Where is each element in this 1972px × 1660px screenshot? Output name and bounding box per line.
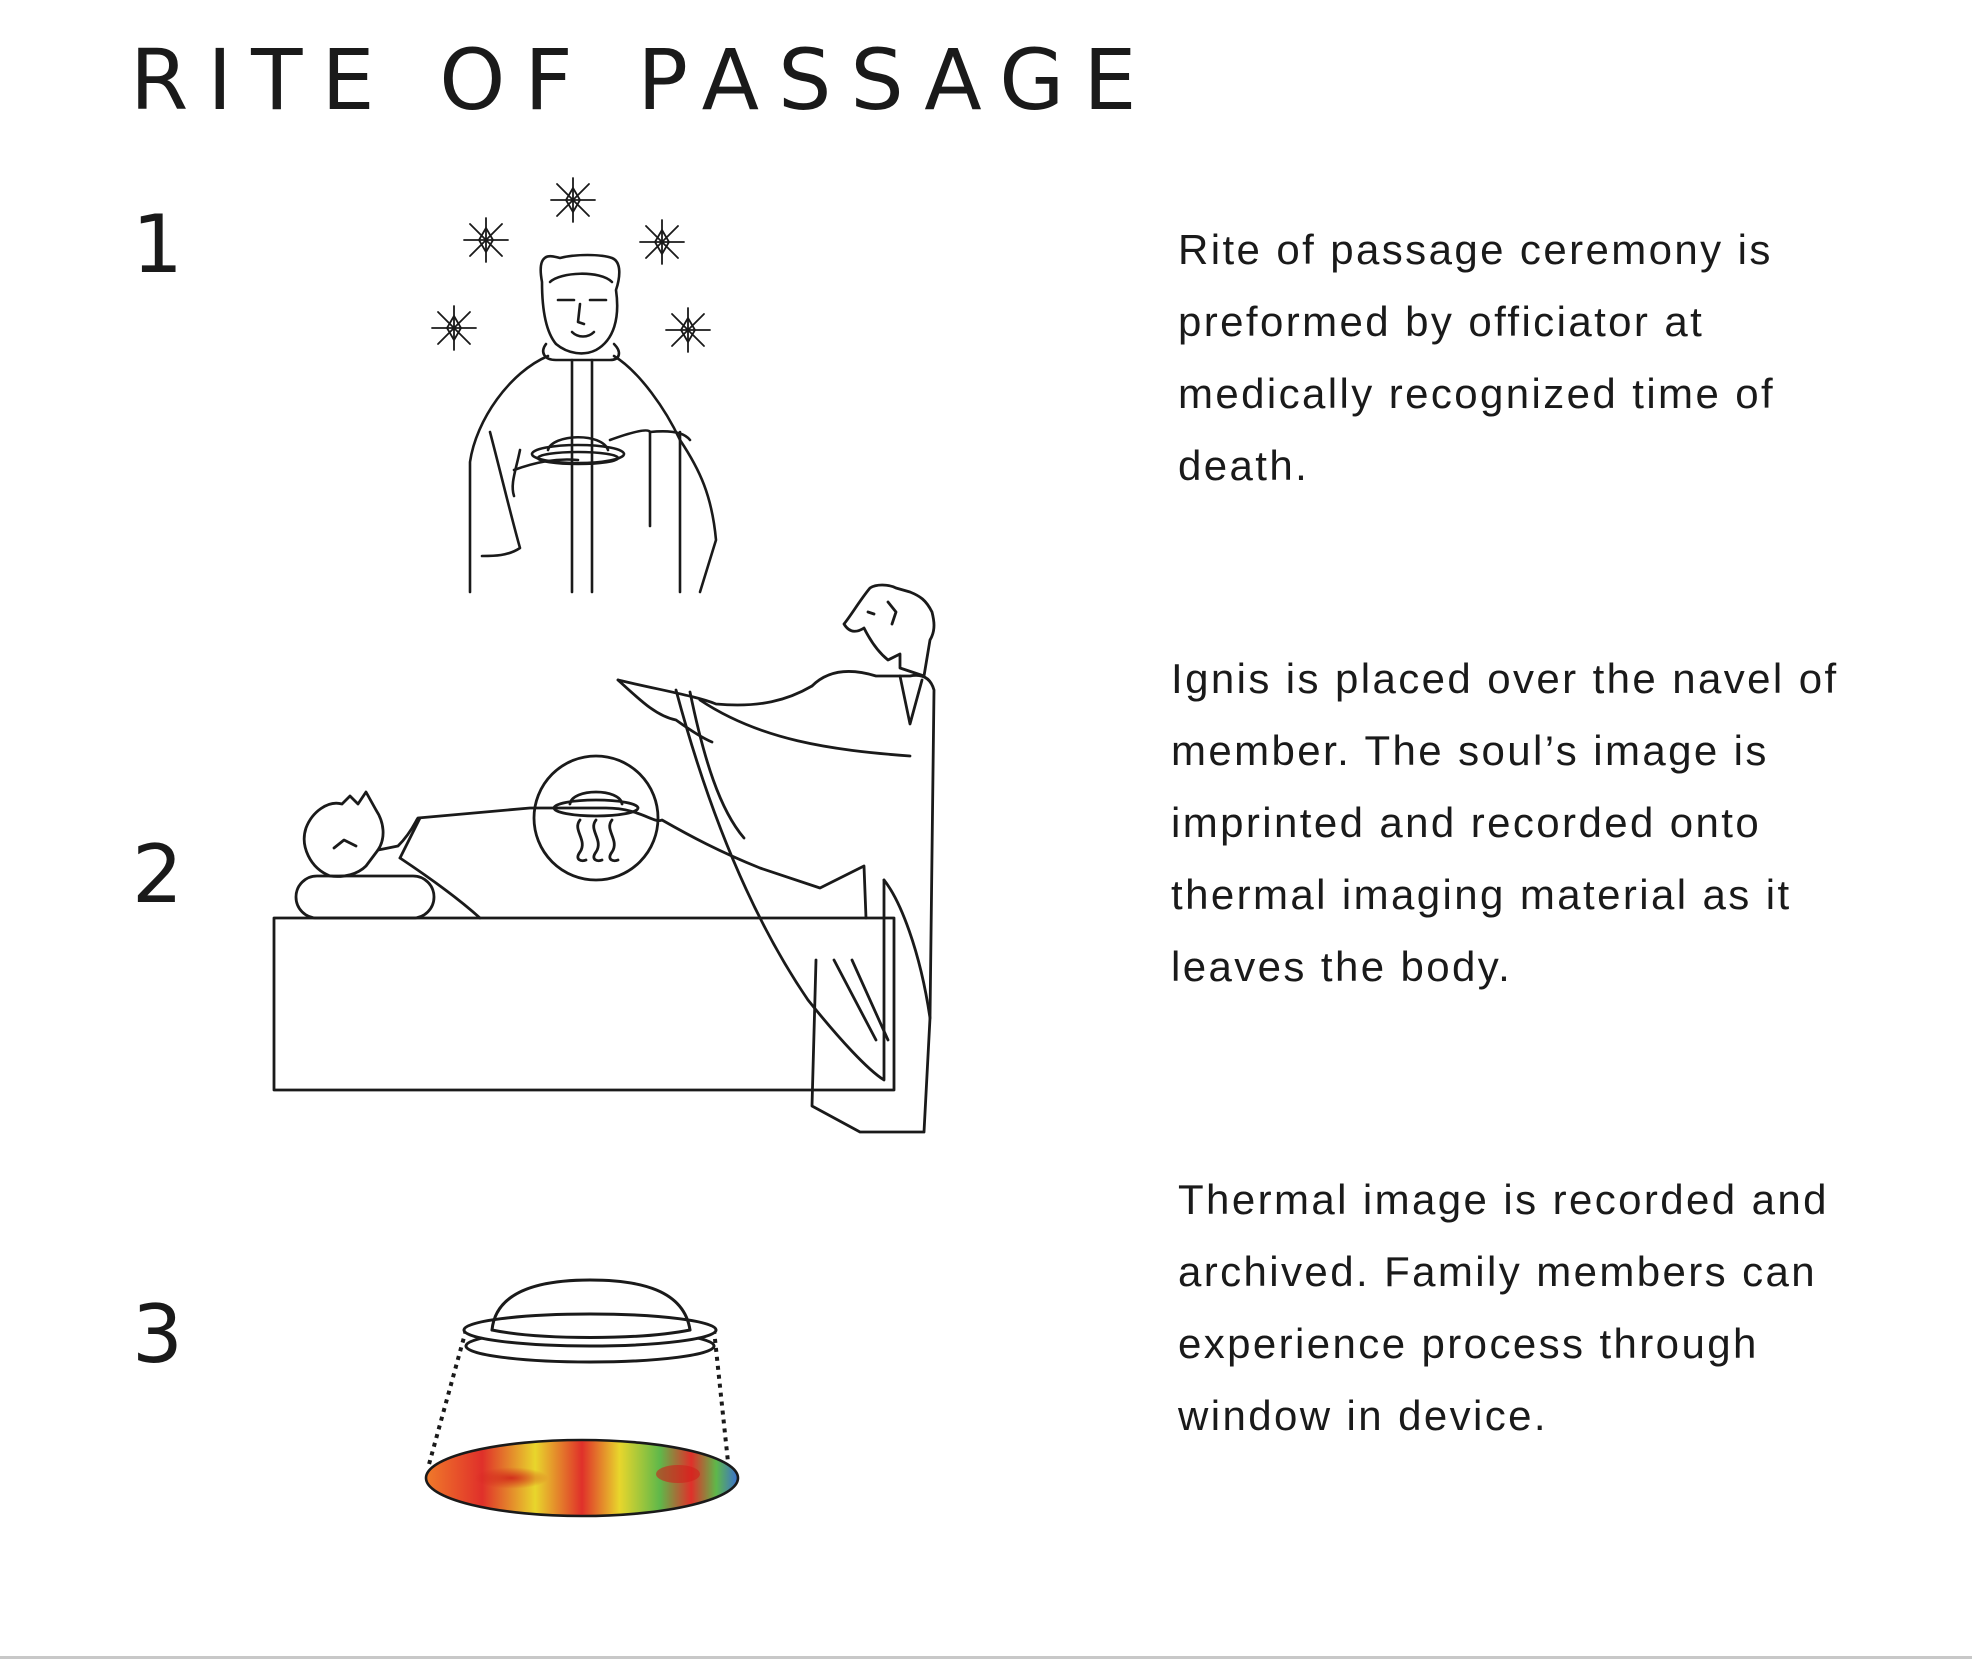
star-icon <box>432 306 476 350</box>
star-icon <box>666 308 710 352</box>
star-icon <box>464 218 508 262</box>
page-title: RITE OF PASSAGE <box>130 31 1156 129</box>
officiator-holding-ignis-icon <box>432 178 716 592</box>
step-1-description: Rite of passage ceremony is preformed by… <box>1178 226 1776 489</box>
step-1-number: 1 <box>132 198 183 291</box>
star-icon <box>640 220 684 264</box>
step-3-description: Thermal image is recorded and archived. … <box>1178 1176 1829 1439</box>
ignis-bubble <box>534 756 658 880</box>
ignis-over-navel-icon <box>274 585 934 1132</box>
footer-rule <box>0 1656 1972 1659</box>
step-3-number: 3 <box>132 1288 183 1381</box>
step-2-description: Ignis is placed over the navel of member… <box>1171 655 1839 990</box>
table <box>274 918 894 1090</box>
thermal-image-projection-icon <box>426 1280 738 1516</box>
star-icon <box>551 178 595 222</box>
step-2-number: 2 <box>132 828 183 921</box>
thermal-image <box>426 1440 738 1516</box>
